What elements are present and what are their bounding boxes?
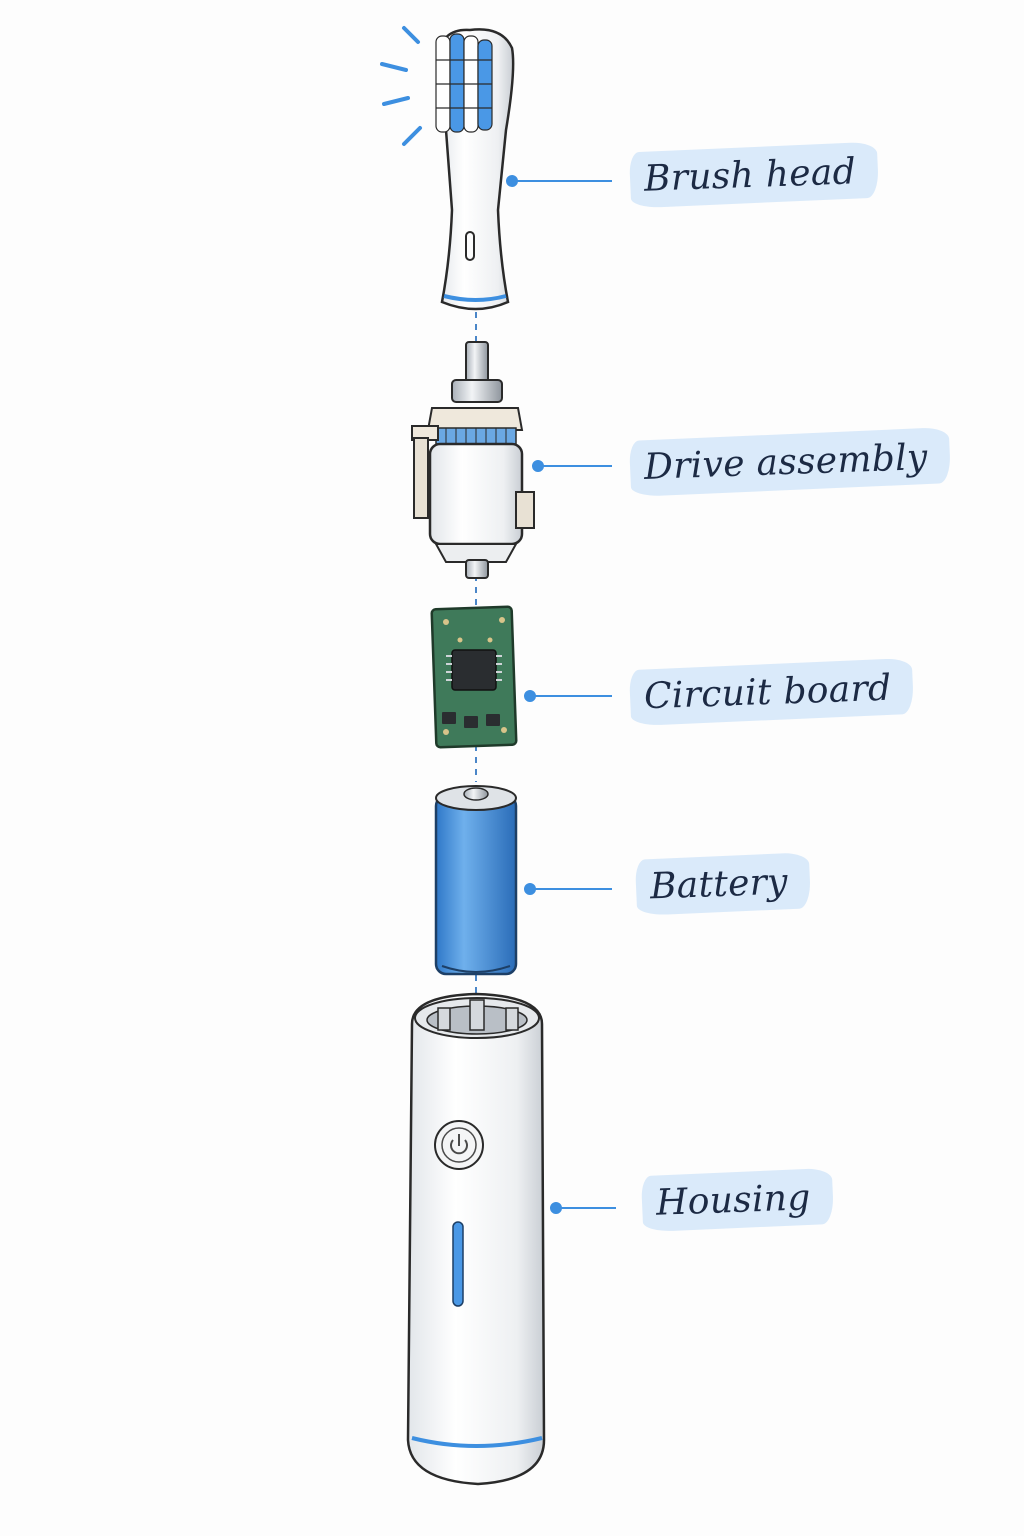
label-battery-text: Battery [649, 861, 789, 907]
drive-assembly-illustration [411, 341, 535, 579]
power-icon [434, 1120, 484, 1170]
leader-lines [506, 175, 616, 1214]
label-housing: Housing [640, 1167, 834, 1233]
label-battery: Battery [634, 852, 811, 916]
label-brush-head-text: Brush head [643, 150, 857, 200]
brush-head-illustration [380, 26, 515, 311]
label-housing-text: Housing [655, 1176, 812, 1224]
label-circuit-board-text: Circuit board [643, 667, 893, 717]
bristles [435, 33, 493, 133]
housing-illustration [406, 992, 546, 1486]
label-brush-head: Brush head [628, 141, 880, 209]
circuit-board-illustration [430, 605, 518, 749]
label-circuit-board: Circuit board [628, 657, 915, 727]
battery-illustration [434, 785, 518, 976]
label-drive-assembly: Drive assembly [628, 427, 951, 497]
vibration-lines-icon [380, 26, 422, 146]
